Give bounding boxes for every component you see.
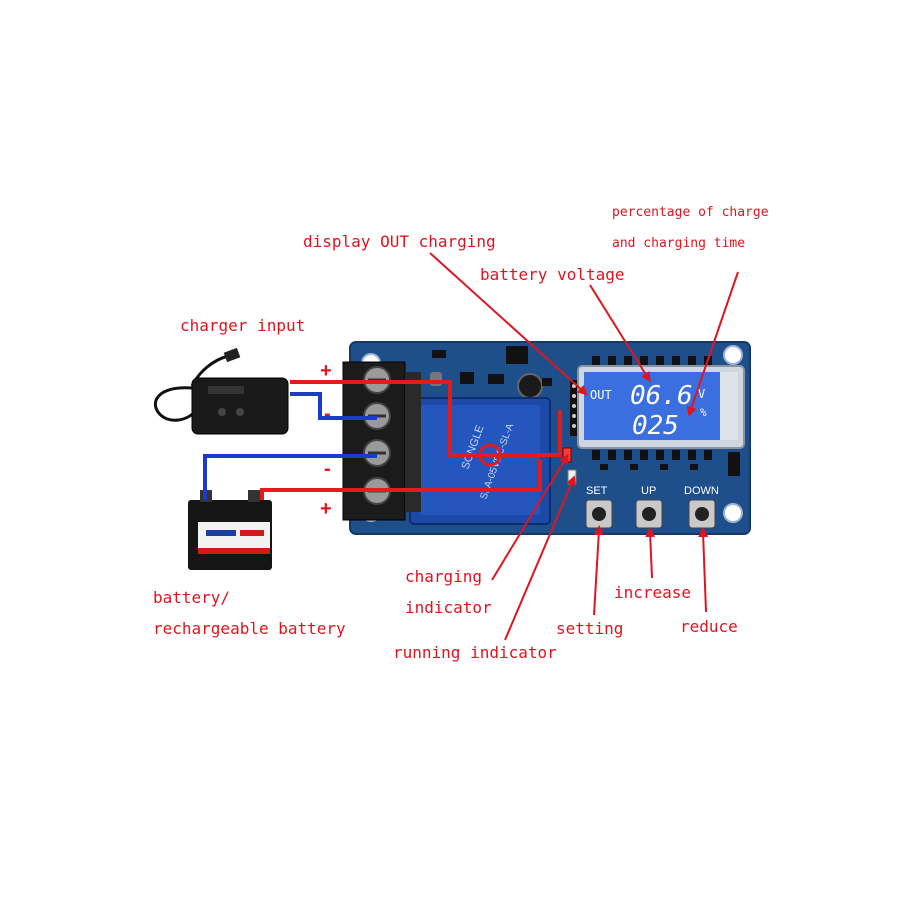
up-button-label: UP bbox=[641, 485, 656, 497]
wire-charger-negative bbox=[290, 392, 377, 420]
wire-battery-positive bbox=[260, 460, 542, 500]
down-button-label: DOWN bbox=[684, 485, 719, 497]
wire-battery-negative bbox=[203, 454, 377, 500]
label-display-out-charging: display OUT charging bbox=[303, 232, 496, 251]
relay-contact-marker bbox=[478, 443, 502, 467]
lcd-voltage-unit: V bbox=[698, 387, 705, 401]
set-button-label: SET bbox=[586, 485, 608, 497]
down-button[interactable] bbox=[688, 499, 716, 529]
arrow-percentage bbox=[686, 271, 739, 417]
mount-hole bbox=[723, 503, 743, 523]
relay: SONGLE SLA-05VDC-SL-A bbox=[409, 397, 551, 525]
wire-charger-positive bbox=[290, 380, 562, 457]
terminal-sign: - bbox=[324, 458, 331, 480]
terminal-sign: + bbox=[320, 498, 332, 520]
arrow-increase bbox=[645, 527, 656, 579]
lcd-voltage-value: 06.6 bbox=[630, 381, 693, 411]
lcd-pin-row-bottom bbox=[592, 450, 712, 460]
label-increase: increase bbox=[614, 583, 692, 602]
arrow-running-indicator bbox=[504, 475, 576, 641]
label-charging-indicator-line2: indicator bbox=[405, 598, 492, 617]
label-battery-line1: battery/ bbox=[153, 588, 231, 607]
label-running-indicator: running indicator bbox=[393, 643, 557, 662]
arrow-battery-voltage bbox=[589, 284, 651, 383]
label-charging-indicator-line1: charging bbox=[405, 567, 483, 586]
lcd-out-text: OUT bbox=[590, 388, 612, 402]
terminal-sign: - bbox=[324, 403, 331, 425]
lcd-display: OUT 06.6 V 025 % bbox=[577, 365, 745, 449]
arrow-reduce bbox=[698, 527, 709, 613]
label-reduce: reduce bbox=[680, 617, 738, 636]
jumper-header bbox=[728, 452, 740, 476]
terminal-screw bbox=[363, 439, 391, 467]
arrow-charging-indicator bbox=[491, 453, 569, 581]
label-charger-input: charger input bbox=[180, 316, 306, 335]
lcd-percent-unit: % bbox=[700, 406, 707, 419]
charger-adapter bbox=[153, 347, 289, 435]
label-setting: setting bbox=[556, 619, 624, 638]
mount-hole bbox=[723, 345, 743, 365]
pcb-components bbox=[430, 346, 740, 476]
arrow-setting bbox=[593, 525, 604, 616]
arrow-display-out bbox=[429, 252, 588, 396]
set-button[interactable] bbox=[585, 499, 613, 529]
terminal-sign: + bbox=[320, 360, 332, 382]
label-battery-voltage: battery voltage bbox=[480, 265, 625, 284]
label-percentage-line2: and charging time bbox=[612, 236, 746, 251]
lcd-percent-value: 025 bbox=[632, 411, 679, 441]
annotation-arrows bbox=[429, 252, 739, 641]
up-button[interactable] bbox=[635, 499, 663, 529]
label-battery-line2: rechargeable battery bbox=[153, 619, 346, 638]
label-percentage-line1: percentage of charge bbox=[612, 205, 769, 220]
wires bbox=[203, 380, 562, 500]
battery bbox=[188, 490, 272, 570]
header-pins bbox=[570, 380, 578, 436]
terminal-block bbox=[342, 361, 421, 521]
